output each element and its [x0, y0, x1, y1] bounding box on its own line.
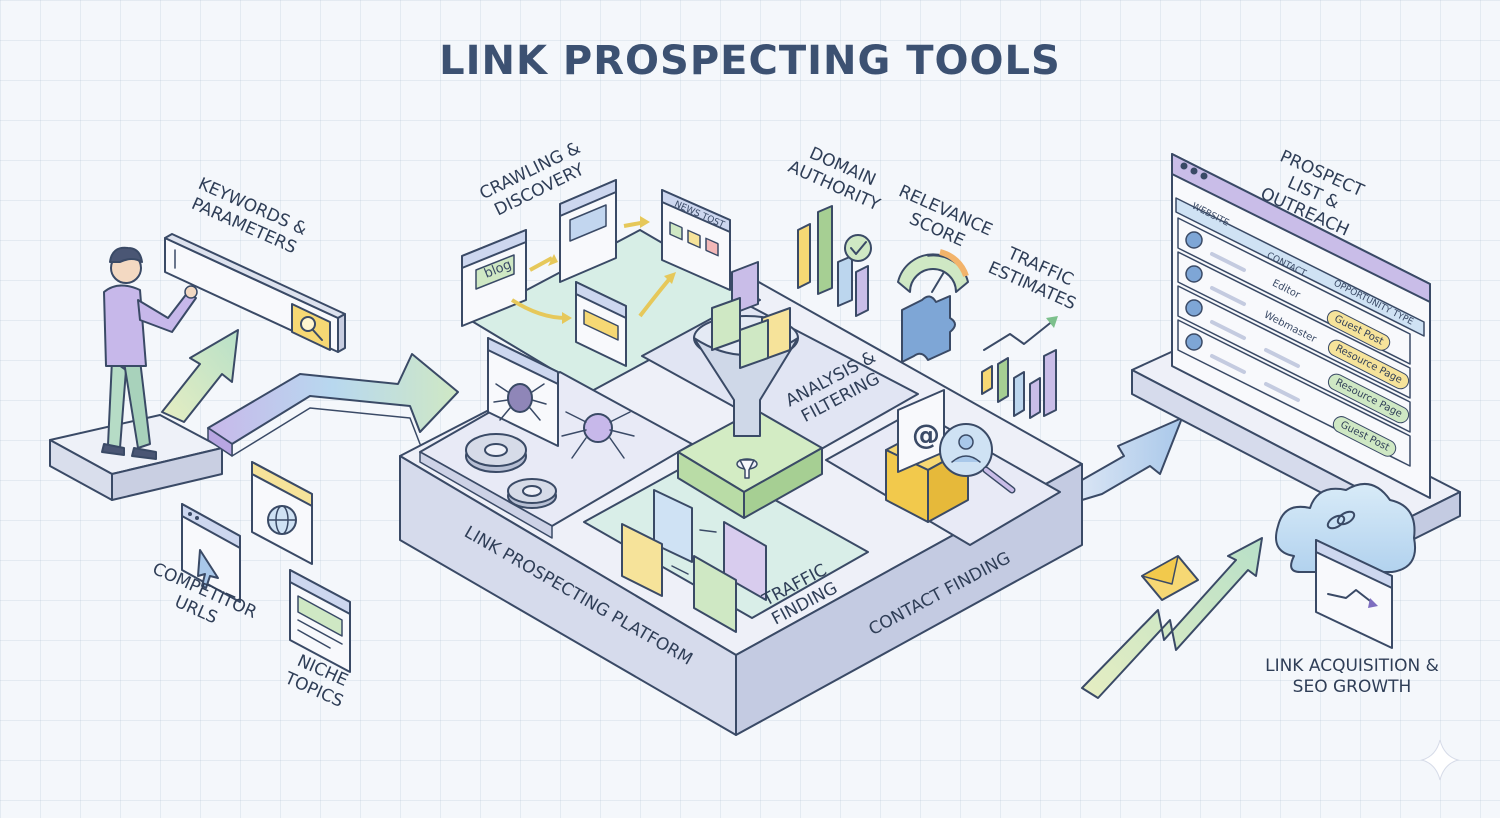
growth-chart-card	[1315, 539, 1393, 649]
globe-icon	[267, 505, 297, 535]
spider-bot-icon	[561, 411, 635, 459]
cursor-icon	[197, 549, 219, 589]
filter-docs	[711, 261, 791, 369]
input-arrow-up	[161, 329, 239, 423]
user-search-icon	[939, 423, 1016, 494]
crawl-flow-arrows	[510, 216, 676, 324]
blog-page	[461, 229, 527, 327]
web-page-2	[559, 179, 617, 283]
check-badge-icon	[844, 234, 872, 262]
envelope-icon	[1141, 555, 1199, 601]
search-bar[interactable]	[164, 233, 346, 353]
competitor-url-card	[181, 503, 241, 603]
sparkle-icon	[1420, 739, 1460, 781]
domain-authority-chart	[797, 205, 869, 317]
gear-icon	[465, 433, 557, 509]
web-page-4	[575, 281, 627, 367]
niche-topics-card	[289, 569, 351, 673]
person-pedestal	[49, 414, 223, 501]
traffic-docs	[621, 489, 767, 633]
output-arrow	[1081, 417, 1183, 501]
puzzle-icon	[901, 295, 956, 363]
traffic-estimates-chart	[981, 316, 1058, 419]
spider-icon	[493, 383, 547, 421]
person-figure	[101, 246, 198, 460]
news-page	[661, 189, 731, 291]
growth-arrow	[1081, 537, 1263, 699]
page-title: LINK PROSPECTING TOOLS	[439, 38, 1061, 84]
svg-text:@: @	[912, 418, 940, 451]
cloud-link-icon	[1275, 482, 1416, 573]
relevance-gauge-icon	[897, 249, 969, 293]
search-icon	[300, 316, 323, 341]
label-link-acquisition: LINK ACQUISITION & SEO GROWTH	[1265, 656, 1439, 697]
main-flow-arrow	[207, 353, 459, 457]
